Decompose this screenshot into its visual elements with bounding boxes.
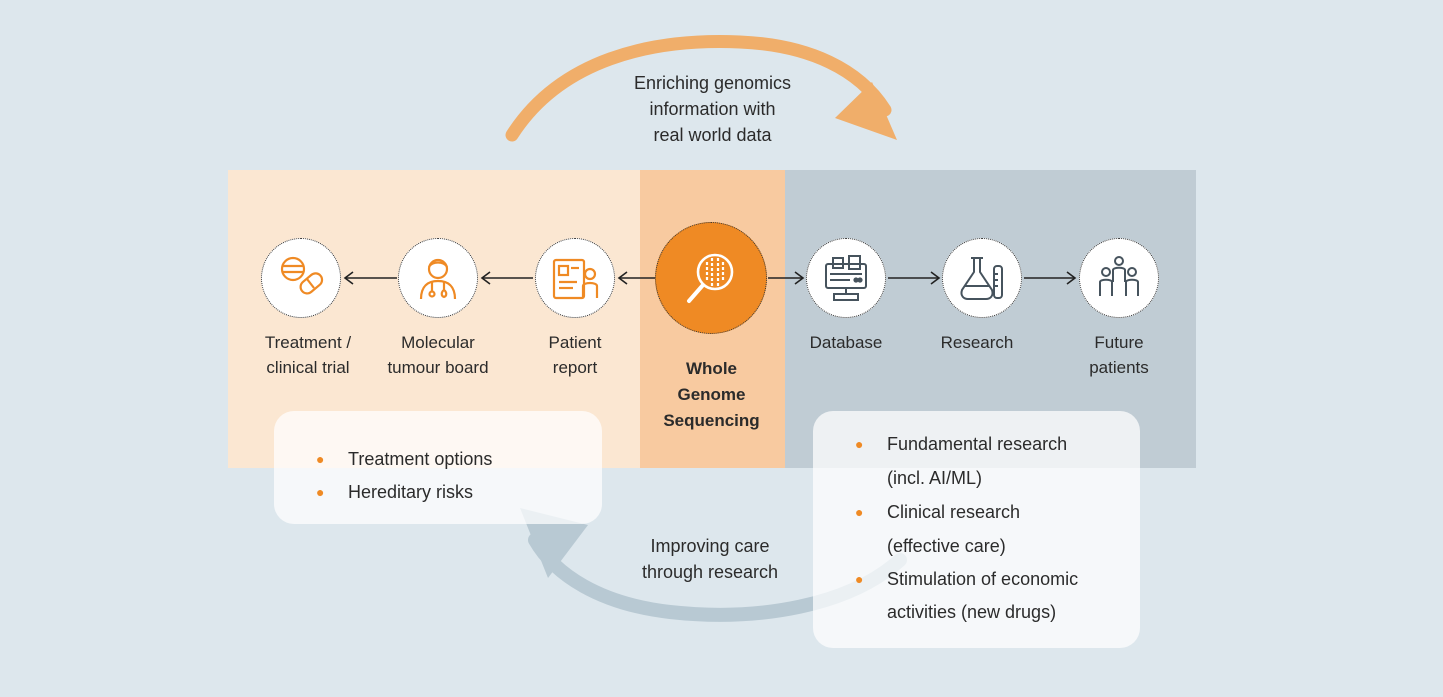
- treatment-node: [261, 238, 341, 318]
- database-node: [806, 238, 886, 318]
- label-line: Treatment /: [264, 333, 352, 352]
- bullet: ●: [855, 571, 864, 587]
- label-line: patients: [1089, 358, 1149, 377]
- future-patients-node: [1079, 238, 1159, 318]
- database-icon: [825, 255, 867, 301]
- wgs-node: [655, 222, 767, 334]
- list-item-text: Stimulation of economic: [887, 569, 1079, 589]
- pills-icon: [280, 256, 324, 295]
- people-icon: [1099, 256, 1139, 296]
- magnifier-dna-icon: [687, 253, 734, 303]
- bottom-caption-line: through research: [641, 562, 779, 582]
- flask-icon: [960, 257, 1003, 300]
- bullet: ●: [316, 484, 325, 500]
- molecular-board-label: Molecular tumour board: [373, 330, 503, 380]
- research-node: [942, 238, 1022, 318]
- top-arrowhead: [835, 82, 897, 140]
- list-item-text: Clinical research: [887, 502, 1021, 522]
- research-outcomes-box: ● Fundamental research (incl. AI/ML) ● C…: [813, 411, 1140, 648]
- label-line: Genome: [677, 385, 746, 404]
- patient-report-node: [535, 238, 615, 318]
- bullet: ●: [855, 504, 864, 520]
- list-item: ● Treatment options: [316, 443, 493, 476]
- label-line: Whole: [686, 359, 737, 378]
- label-line: Database: [809, 333, 883, 352]
- list-item-text: activities (new drugs): [887, 602, 1057, 622]
- research-label: Research: [912, 330, 1042, 355]
- list-item: ● Stimulation of economic activities (ne…: [855, 563, 1079, 629]
- patient-report-label: Patient report: [510, 330, 640, 380]
- bottom-caption: Improving care through research: [610, 533, 810, 585]
- list-item: ● Hereditary risks: [316, 476, 492, 509]
- label-line: Research: [940, 333, 1014, 352]
- molecular-board-node: [398, 238, 478, 318]
- treatment-label: Treatment / clinical trial: [243, 330, 373, 380]
- list-item-text: Hereditary risks: [348, 482, 474, 502]
- label-line: Future: [1094, 333, 1144, 352]
- label-line: clinical trial: [266, 358, 350, 377]
- top-caption-line: information with: [649, 99, 776, 119]
- database-label: Database: [781, 330, 911, 355]
- label-line: Sequencing: [663, 411, 760, 430]
- top-curved-arrow: [505, 35, 892, 142]
- bullet: ●: [855, 436, 864, 452]
- top-caption-line: real world data: [653, 125, 772, 145]
- list-item-text: Treatment options: [348, 449, 493, 469]
- list-item: ● Fundamental research (incl. AI/ML): [855, 427, 1078, 495]
- label-line: report: [552, 358, 598, 377]
- top-caption-line: Enriching genomics: [633, 73, 792, 93]
- doctor-icon: [419, 258, 457, 300]
- list-item-text: (effective care): [887, 536, 1006, 556]
- wgs-label: Whole Genome Sequencing: [639, 356, 784, 434]
- label-line: Molecular: [401, 333, 475, 352]
- bullet: ●: [316, 451, 325, 467]
- bottom-arrowhead: [520, 508, 588, 578]
- bottom-caption-line: Improving care: [650, 536, 770, 556]
- patient-report-icon: [552, 258, 599, 300]
- future-patients-label: Future patients: [1054, 330, 1184, 380]
- top-caption: Enriching genomics information with real…: [590, 70, 835, 148]
- list-item-text: (incl. AI/ML): [887, 468, 983, 488]
- clinical-outcomes-box: ● Treatment options ● Hereditary risks: [274, 411, 602, 524]
- list-item: ● Clinical research (effective care): [855, 495, 1078, 563]
- list-item-text: Fundamental research: [887, 434, 1068, 454]
- label-line: Patient: [548, 333, 602, 352]
- label-line: tumour board: [387, 358, 489, 377]
